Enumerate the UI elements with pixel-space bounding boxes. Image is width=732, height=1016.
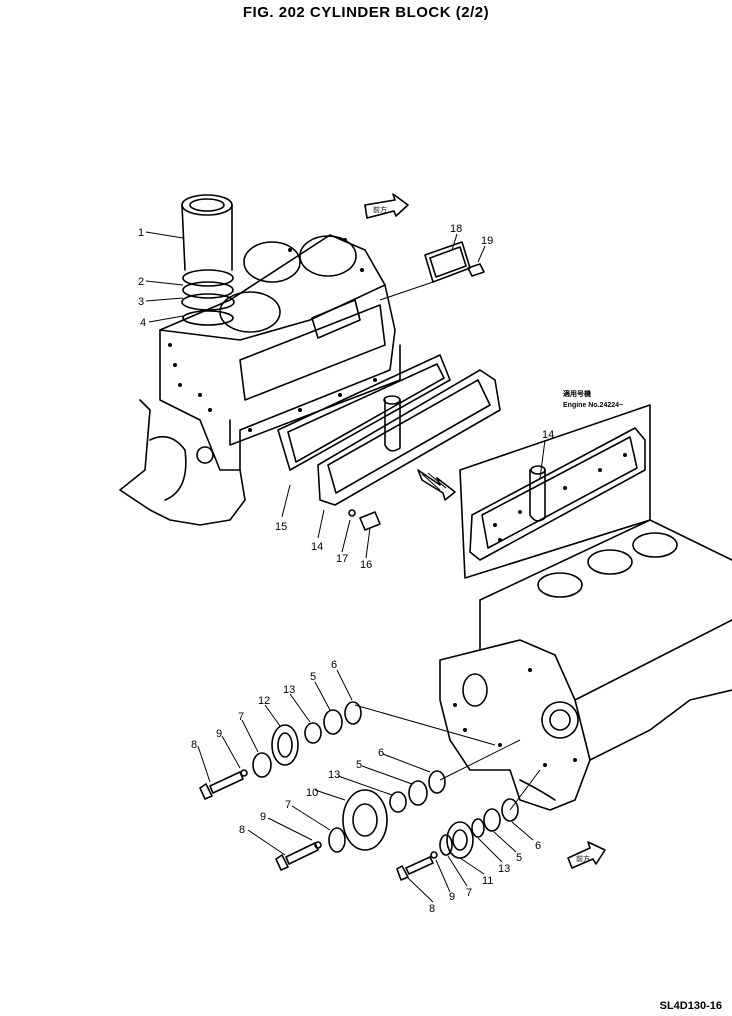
callout-13b: 13 (328, 769, 340, 781)
callout-6c: 6 (535, 840, 541, 852)
front-arrow-bottom: 前方 (567, 841, 606, 869)
side-cover-14 (317, 369, 501, 531)
callout-9a: 9 (216, 728, 222, 740)
callout-4: 4 (140, 317, 146, 329)
callout-18: 18 (450, 223, 462, 235)
callout-3: 3 (138, 296, 144, 308)
idler-gear-10-assembly (275, 739, 521, 871)
callout-8b: 8 (239, 824, 245, 836)
callout-13c: 13 (498, 863, 510, 875)
callout-10: 10 (306, 787, 318, 799)
callout-14: 14 (311, 541, 323, 553)
inset-note-line2: Engine No.24224~ (563, 402, 623, 409)
callout-1: 1 (138, 227, 144, 239)
callout-13a: 13 (283, 684, 295, 696)
inset-note-line1: 適用号機 (563, 389, 591, 398)
cylinder-liner (181, 194, 235, 326)
drawing-code: SL4D130-16 (659, 1000, 722, 1012)
callout-5b: 5 (356, 759, 362, 771)
svg-text:前方: 前方 (373, 205, 387, 214)
callout-19: 19 (481, 235, 493, 247)
inset-arrow (417, 469, 456, 501)
callout-16: 16 (360, 559, 372, 571)
callout-leaders (145, 231, 546, 903)
callout-15: 15 (275, 521, 287, 533)
figure-title: FIG. 202 CYLINDER BLOCK (2/2) (242, 4, 490, 21)
cylinder-block-lower (439, 519, 732, 811)
callout-8c: 8 (429, 903, 435, 915)
svg-text:前方: 前方 (576, 854, 590, 863)
callout-6a: 6 (331, 659, 337, 671)
small-cover-18 (379, 241, 471, 301)
callout-5a: 5 (310, 671, 316, 683)
callout-5c: 5 (516, 852, 522, 864)
callout-2: 2 (138, 276, 144, 288)
callout-11: 11 (482, 875, 493, 887)
idler-gear-12-assembly (199, 701, 496, 800)
callout-6b: 6 (378, 747, 384, 759)
callout-9b: 9 (260, 811, 266, 823)
callout-7a: 7 (238, 711, 244, 723)
gasket-15 (277, 354, 451, 471)
callout-17: 17 (336, 553, 348, 565)
callout-14-inset: 14 (542, 429, 554, 441)
callout-8a: 8 (191, 739, 197, 751)
callout-7c: 7 (466, 887, 472, 899)
callout-9c: 9 (449, 891, 455, 903)
bolt-19 (467, 263, 485, 277)
callout-7b: 7 (285, 799, 291, 811)
idler-gear-11-assembly (396, 769, 541, 881)
callout-12: 12 (258, 695, 270, 707)
cylinder-block-upper (119, 234, 401, 526)
front-arrow-top: 前方 (364, 193, 409, 219)
